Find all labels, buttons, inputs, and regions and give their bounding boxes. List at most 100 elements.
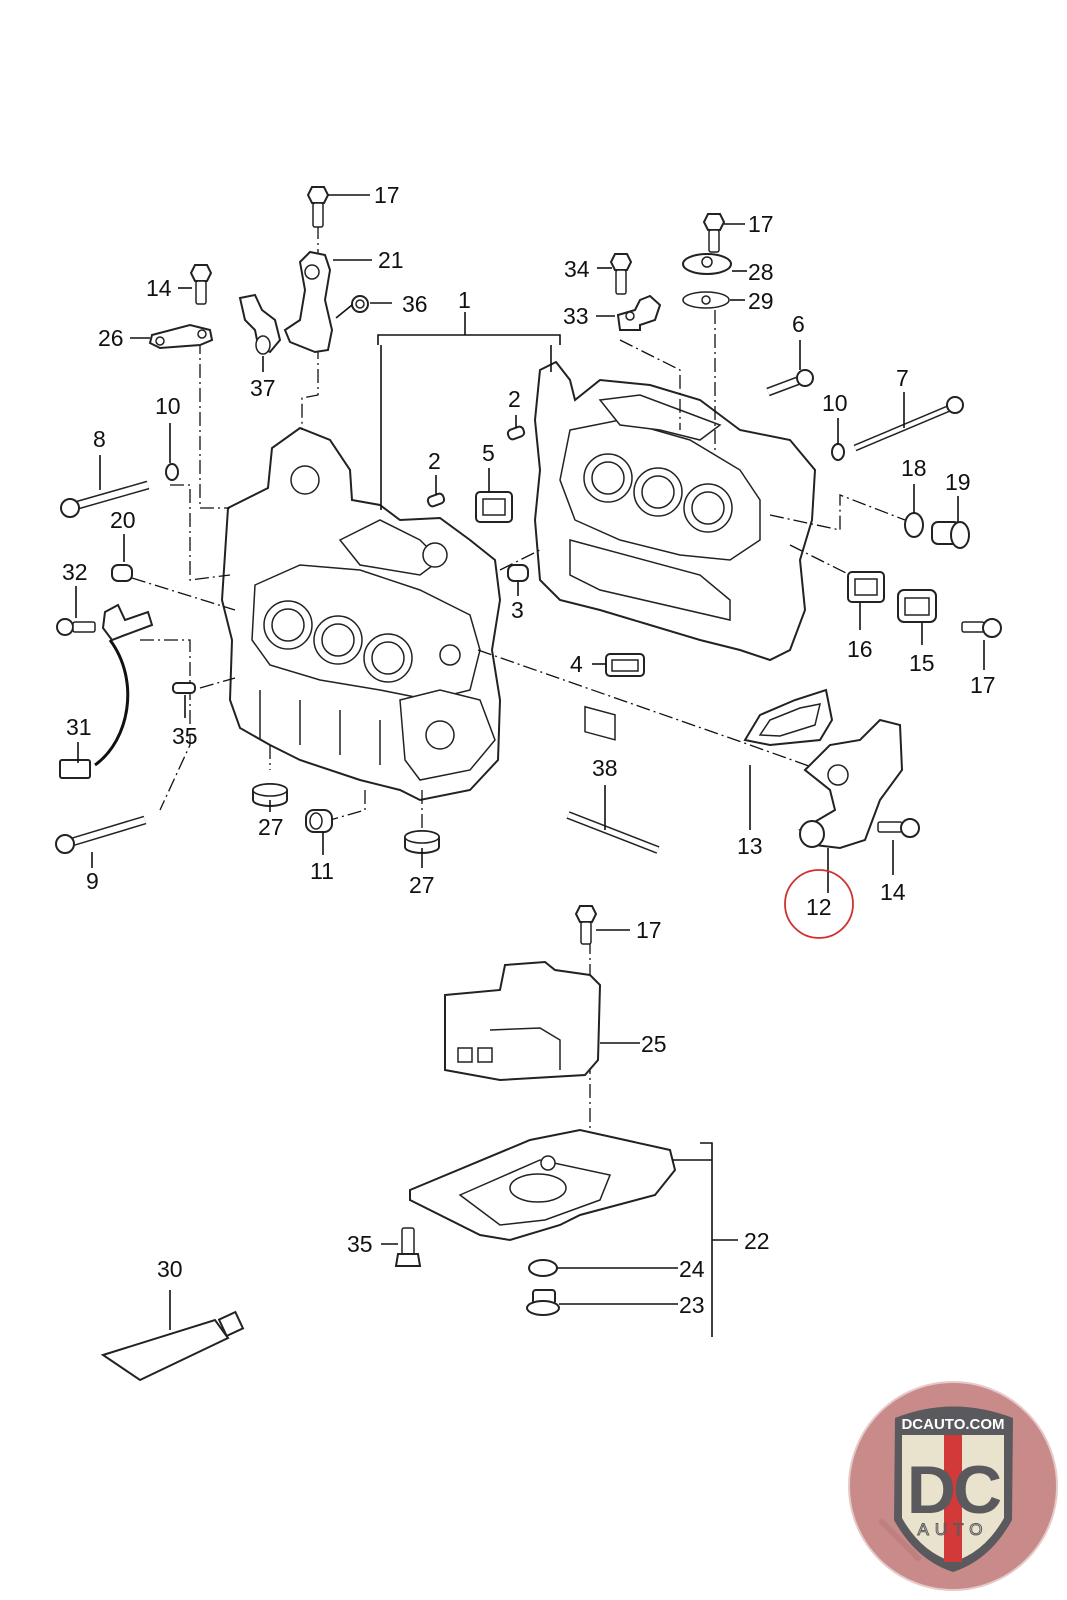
callout-10[interactable]: 10 — [155, 393, 181, 419]
plate-26 — [148, 323, 214, 350]
sleeve-11 — [305, 809, 333, 833]
callout-8[interactable]: 8 — [93, 426, 106, 452]
callout-32[interactable]: 32 — [62, 559, 88, 585]
bolt-6 — [766, 369, 814, 397]
dowel-2-right — [506, 425, 526, 441]
pump-housing-12 — [798, 718, 904, 850]
callout-2[interactable]: 2 — [508, 386, 521, 412]
sensor-31 — [59, 603, 154, 779]
callout-5[interactable]: 5 — [482, 440, 495, 466]
oil-pan-cover-22 — [409, 1128, 677, 1242]
callout-6[interactable]: 6 — [792, 311, 805, 337]
callout-12[interactable]: 12 — [806, 894, 832, 920]
callout-11[interactable]: 11 — [310, 858, 334, 884]
sealant-tube-30 — [100, 1310, 245, 1382]
bolt-17-right — [961, 618, 1002, 638]
callout-36[interactable]: 36 — [402, 291, 428, 317]
callout-26[interactable]: 26 — [98, 325, 124, 351]
callout-14[interactable]: 14 — [880, 879, 906, 905]
bolt-34 — [609, 253, 633, 295]
logo-sub-text: AUTO — [918, 1520, 989, 1539]
cover-28 — [682, 253, 732, 275]
bolt-8 — [60, 480, 150, 518]
bolt-17-upper-right — [702, 213, 726, 253]
callout-17[interactable]: 17 — [970, 672, 996, 698]
o-ring-10-left — [165, 463, 179, 481]
callout-35[interactable]: 35 — [347, 1231, 373, 1257]
sleeve-20 — [111, 564, 133, 582]
gasket-5 — [475, 491, 513, 523]
callout-17[interactable]: 17 — [748, 211, 774, 237]
bracket-37 — [238, 293, 282, 355]
bolt-32 — [56, 618, 96, 636]
drain-plug-23 — [526, 1289, 560, 1316]
callout-labels: 17 21 14 36 26 37 1 17 34 28 33 29 6 10 … — [62, 182, 996, 1318]
callout-27[interactable]: 27 — [409, 872, 435, 898]
crankcase-left-half — [220, 426, 502, 802]
callout-31[interactable]: 31 — [66, 714, 92, 740]
callout-27[interactable]: 27 — [258, 814, 284, 840]
callout-37[interactable]: 37 — [250, 375, 276, 401]
crankcase-right-half — [533, 360, 817, 741]
callout-19[interactable]: 19 — [945, 469, 971, 495]
o-ring-10-right — [831, 443, 845, 461]
cover-15 — [897, 589, 937, 623]
callout-28[interactable]: 28 — [748, 259, 774, 285]
callout-9[interactable]: 9 — [86, 868, 99, 894]
callout-35[interactable]: 35 — [172, 723, 198, 749]
dcauto-logo: DCAUTO.COM DC AUTO — [848, 1381, 1058, 1591]
callout-14[interactable]: 14 — [146, 275, 172, 301]
logo-main-text: DC — [907, 1452, 1001, 1528]
callout-17[interactable]: 17 — [636, 917, 662, 943]
dowel-3 — [507, 564, 529, 582]
bolt-17-lower — [574, 905, 598, 945]
callout-15[interactable]: 15 — [909, 650, 935, 676]
callout-23[interactable]: 23 — [679, 1292, 705, 1318]
callout-24[interactable]: 24 — [679, 1256, 705, 1282]
callout-18[interactable]: 18 — [901, 455, 927, 481]
callout-1[interactable]: 1 — [458, 287, 471, 313]
callout-16[interactable]: 16 — [847, 636, 873, 662]
callout-30[interactable]: 30 — [157, 1256, 183, 1282]
leader-lines — [75, 194, 985, 1337]
callout-2[interactable]: 2 — [428, 448, 441, 474]
callout-33[interactable]: 33 — [563, 303, 589, 329]
callout-29[interactable]: 29 — [748, 288, 774, 314]
callout-21[interactable]: 21 — [378, 247, 404, 273]
plug-19 — [931, 521, 970, 549]
highlight-ring-part-12 — [784, 869, 854, 939]
gasket-16 — [847, 571, 885, 603]
sensor-33 — [616, 294, 662, 331]
dowel-35-upper — [172, 682, 196, 694]
gasket-29 — [682, 291, 730, 309]
gasket-13 — [743, 688, 834, 747]
callout-38[interactable]: 38 — [592, 755, 618, 781]
bolt-9 — [55, 815, 147, 854]
long-bolt-7 — [853, 396, 964, 452]
callout-20[interactable]: 20 — [110, 507, 136, 533]
o-ring-24 — [528, 1259, 558, 1277]
bracket-21 — [283, 250, 334, 354]
callout-25[interactable]: 25 — [641, 1031, 667, 1057]
dowel-2-left — [426, 492, 446, 508]
callout-4[interactable]: 4 — [570, 651, 583, 677]
callout-10[interactable]: 10 — [822, 390, 848, 416]
bolt-14-top — [189, 264, 213, 305]
bolt-35-lower — [394, 1227, 422, 1267]
cap-27-left — [252, 783, 288, 807]
gasket-4 — [605, 653, 645, 677]
logo-top-text: DCAUTO.COM — [901, 1416, 1004, 1433]
nut-36 — [351, 295, 369, 313]
bolt-14-right — [877, 818, 920, 838]
callout-3[interactable]: 3 — [511, 597, 524, 623]
callout-22[interactable]: 22 — [744, 1228, 770, 1254]
callout-34[interactable]: 34 — [564, 256, 590, 282]
callout-7[interactable]: 7 — [896, 365, 909, 391]
baffle-25 — [444, 960, 602, 1082]
bolt-17-top — [306, 186, 330, 228]
callout-13[interactable]: 13 — [737, 833, 763, 859]
callout-17[interactable]: 17 — [374, 182, 400, 208]
stud-38 — [566, 811, 660, 854]
o-ring-18 — [904, 512, 924, 538]
